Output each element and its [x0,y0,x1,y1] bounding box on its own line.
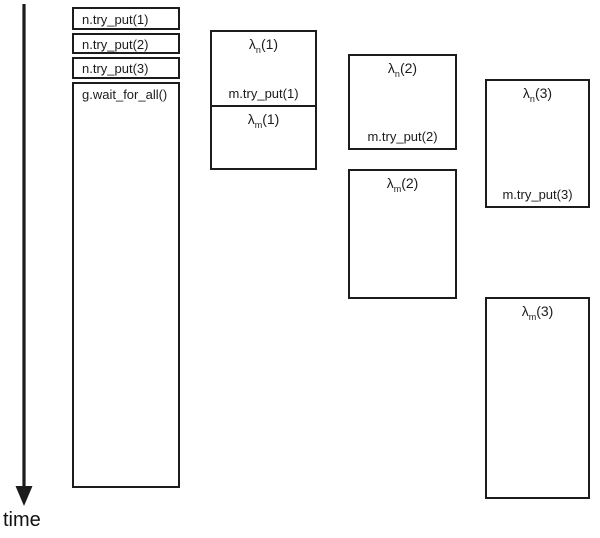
call-label: n.try_put(2) [82,37,149,52]
lambda-label: λn(1) [212,36,315,55]
task-box-lambda-n-1: λn(1) m.try_put(1) [210,30,317,107]
call-box-n-try-put-3: n.try_put(3) [72,57,180,79]
lambda-args: (3) [536,303,554,319]
call-box-n-try-put-2: n.try_put(2) [72,33,180,54]
call-label: m.try_put(2) [367,129,438,144]
task-box-lambda-m-3: λm(3) [485,297,590,499]
lambda-subscript: m [528,311,537,322]
lambda-symbol: λ [387,60,395,76]
task-box-lambda-m-2: λm(2) [348,169,457,299]
lambda-args: (2) [401,175,419,191]
time-arrow-head [15,486,33,506]
task-box-lambda-n-2: λn(2) m.try_put(2) [348,54,457,150]
lambda-args: (1) [260,36,279,52]
lambda-subscript: n [529,93,535,104]
lambda-label: λm(2) [350,175,455,194]
lambda-subscript: m [254,119,263,130]
lambda-symbol: λ [248,36,256,52]
wait-for-all-box: g.wait_for_all() [72,82,180,488]
lambda-symbol: λ [521,303,529,319]
lambda-label: λm(3) [487,303,588,322]
lambda-subscript: n [394,68,400,79]
call-label: m.try_put(3) [502,187,573,202]
lambda-label: λn(3) [487,85,588,104]
lambda-args: (3) [534,85,553,101]
call-label: g.wait_for_all() [82,87,168,102]
lambda-symbol: λ [522,85,530,101]
lambda-symbol: λ [247,111,255,127]
task-box-lambda-m-1: λm(1) [210,105,317,170]
call-label: n.try_put(1) [82,12,149,27]
lambda-label: λn(2) [350,60,455,79]
lambda-args: (1) [262,111,280,127]
lambda-subscript: n [255,44,261,55]
lambda-subscript: m [393,183,402,194]
lambda-symbol: λ [386,175,394,191]
time-axis-label: time [3,509,41,531]
lambda-label: λm(1) [212,111,315,130]
lambda-args: (2) [399,60,418,76]
call-box-n-try-put-1: n.try_put(1) [72,7,180,30]
call-label: n.try_put(3) [82,61,149,76]
call-label: m.try_put(1) [228,86,299,101]
task-box-lambda-n-3: λn(3) m.try_put(3) [485,79,590,208]
